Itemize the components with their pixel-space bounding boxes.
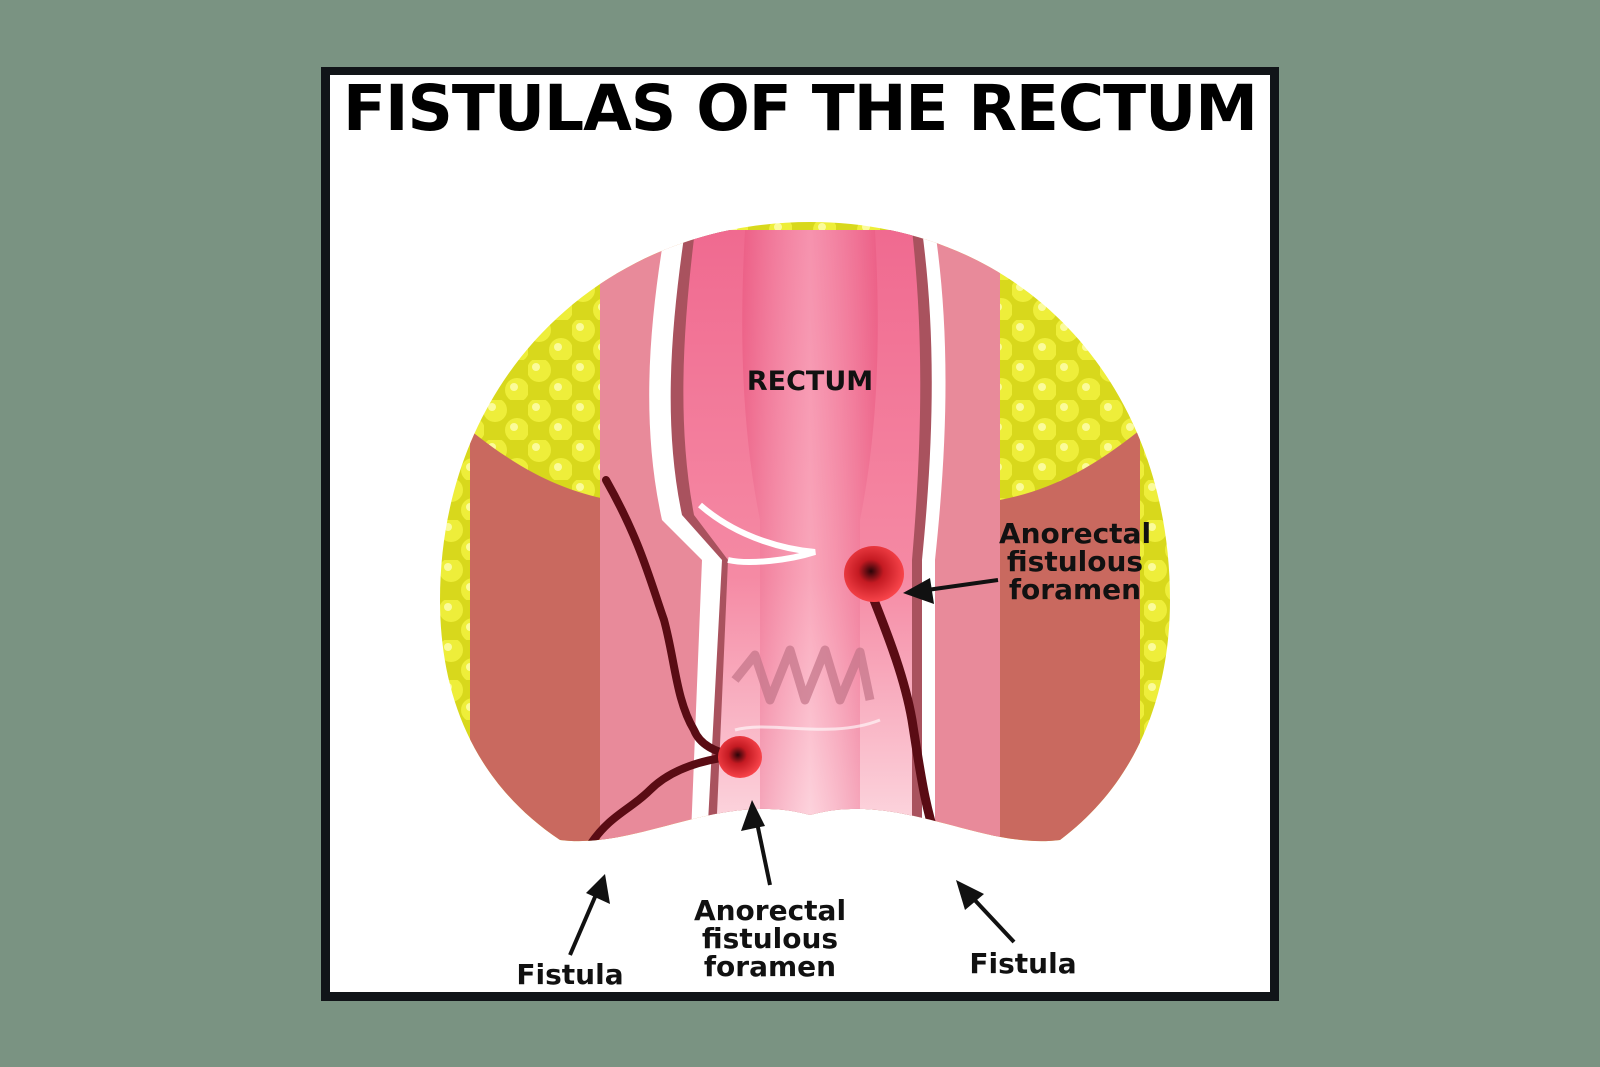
- fistula-tract-right: [865, 585, 945, 842]
- arrow-foramen-bottom: [754, 817, 772, 886]
- arrow-head: [956, 880, 984, 910]
- pointer-arrows: [568, 578, 1016, 956]
- label-line: Anorectal: [693, 894, 847, 927]
- muscle-right: [990, 430, 1140, 842]
- label-line: foramen: [1008, 573, 1142, 606]
- anal-columns: [731, 645, 875, 705]
- title-divider: [330, 141, 1270, 151]
- diagram-title: FISTULAS OF THE RECTUM: [343, 75, 1258, 141]
- label-fistula-left: Fistula: [510, 961, 630, 989]
- label-line: Fistula: [969, 947, 1077, 980]
- arrow-fistula-left: [568, 889, 600, 956]
- foramen-bottom: [718, 736, 762, 778]
- arrow-head: [586, 874, 610, 904]
- label-line: fistulous: [701, 922, 839, 955]
- label-foramen-right: Anorectal fistulous foramen: [995, 520, 1155, 604]
- label-rectum-text: RECTUM: [746, 366, 874, 397]
- lumen-highlight: [742, 230, 878, 842]
- label-foramen-bottom: Anorectal fistulous foramen: [690, 897, 850, 981]
- label-line: Fistula: [516, 958, 624, 991]
- label-line: foramen: [703, 950, 837, 983]
- anatomy-cross-section: [440, 222, 1170, 842]
- arrow-fistula-right: [968, 893, 1016, 944]
- muscle-left: [470, 430, 620, 842]
- arrow-foramen-right: [919, 578, 999, 593]
- rectal-fold: [698, 502, 816, 565]
- dentate-line: [734, 718, 881, 732]
- label-fistula-right: Fistula: [963, 950, 1083, 978]
- fistula-tract-left: [586, 476, 736, 842]
- foramen-right: [844, 546, 904, 602]
- label-line: Anorectal: [998, 517, 1152, 550]
- arrow-head: [741, 800, 765, 831]
- arrow-head: [903, 578, 934, 604]
- label-line: fistulous: [1006, 545, 1144, 578]
- label-rectum: RECTUM: [740, 368, 880, 395]
